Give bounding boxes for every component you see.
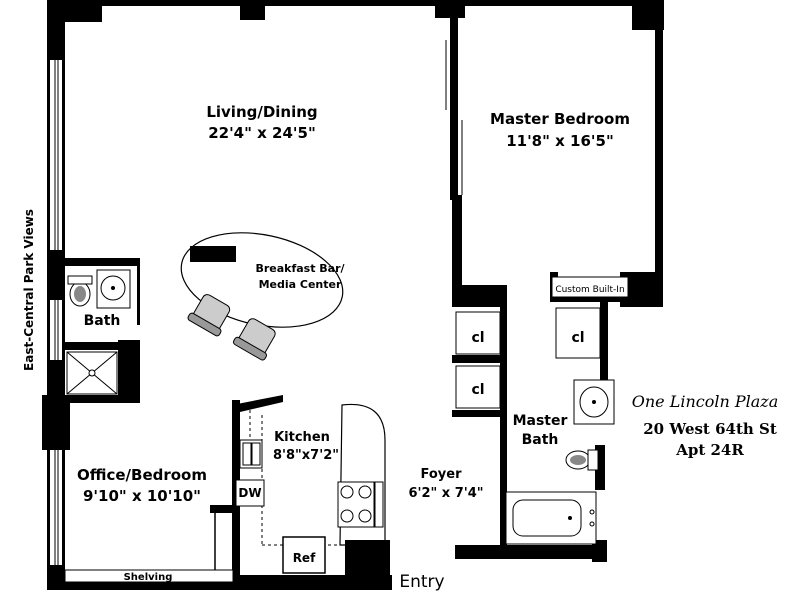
wall-closet-mid (452, 355, 504, 363)
master-dims: 11'8" x 16'5" (506, 132, 614, 150)
closet-label-1: cl (471, 330, 484, 346)
walls (42, 0, 664, 590)
wall-entry-left (345, 540, 390, 590)
wall-closet-bottom (452, 410, 504, 417)
wall-office-kitchen (210, 505, 235, 513)
wall-bath-mid (65, 342, 140, 350)
entry-label: Entry (399, 572, 444, 592)
kitchen-counter (339, 403, 386, 546)
shelving-unit (64, 569, 234, 583)
street-address: 20 West 64th St (643, 420, 777, 438)
wall-builtin-bottom (550, 296, 625, 302)
wall-master-bath-right-lower (595, 445, 605, 490)
media-unit (190, 246, 236, 262)
closet-3 (555, 307, 601, 359)
sink-bath (96, 269, 131, 309)
custom-builtin-box (551, 276, 629, 298)
window-left-upper (50, 60, 62, 250)
closet-label-2: cl (471, 382, 484, 398)
breakfast-line1: Breakfast Bar/ (255, 262, 345, 275)
master-bath-line2: Bath (522, 432, 559, 448)
apartment-number: Apt 24R (675, 441, 744, 459)
bathtub (505, 491, 597, 545)
wall-bottom-master-bath (455, 545, 605, 559)
wall-living-bedroom (450, 10, 458, 200)
column-top-mid (240, 0, 265, 20)
closet-2 (455, 365, 501, 409)
breakfast-line2: Media Center (259, 278, 342, 291)
foyer-dims: 6'2" x 7'4" (408, 486, 483, 501)
wall-bottom-left (47, 582, 237, 590)
shelving-label: Shelving (124, 572, 173, 583)
refrigerator-box (282, 536, 326, 574)
foyer-name: Foyer (421, 467, 463, 482)
kitchen-dims: 8'8"x7'2" (273, 448, 339, 463)
closet-label-3: cl (571, 330, 584, 346)
toilet-master-bath (565, 449, 599, 471)
views-label: East-Central Park Views (22, 209, 36, 371)
closet-1 (455, 311, 501, 355)
office-name: Office/Bedroom (77, 466, 207, 484)
window-left-bath (50, 300, 62, 360)
stove (337, 481, 384, 528)
wall-top (100, 0, 450, 6)
toilet-bath (67, 275, 93, 307)
wall-bath-door (137, 265, 140, 325)
master-name: Master Bedroom (490, 110, 630, 128)
chair-left (187, 294, 231, 337)
wall-divider-lower (452, 195, 462, 290)
dw-label: DW (238, 486, 261, 500)
column-left-mid (42, 395, 70, 450)
custom-builtin-label: Custom Built-In (555, 285, 624, 295)
wall-closet-top (452, 285, 507, 307)
wall-top-bedroom (450, 0, 640, 6)
wall-master-bath-left (500, 305, 507, 545)
wall-right-bedroom (655, 25, 663, 280)
kitchen-name: Kitchen (274, 430, 330, 445)
sink-master-bath (573, 379, 615, 425)
building-name: One Lincoln Plaza (632, 392, 779, 411)
kitchen-sink (239, 439, 263, 469)
dishwasher-box (235, 479, 265, 507)
office-dims: 9'10" x 10'10" (83, 487, 201, 505)
chair-right (233, 318, 276, 361)
kitchen-angled-wall (232, 395, 283, 412)
living-dims: 22'4" x 24'5" (208, 124, 316, 142)
window-left-office (50, 450, 62, 565)
wall-bath-bottom (65, 395, 140, 403)
labels: Living/Dining 22'4" x 24'5" Master Bedro… (22, 103, 778, 592)
wall-master-bath-right (600, 302, 608, 402)
wall-bath-shower (118, 340, 140, 400)
living-name: Living/Dining (206, 103, 317, 121)
ref-label: Ref (293, 551, 316, 565)
bath-label: Bath (84, 313, 121, 329)
fixtures (64, 232, 629, 583)
shower-bath (66, 351, 118, 395)
master-bath-line1: Master (513, 413, 568, 429)
wall-bath-top (65, 258, 140, 266)
